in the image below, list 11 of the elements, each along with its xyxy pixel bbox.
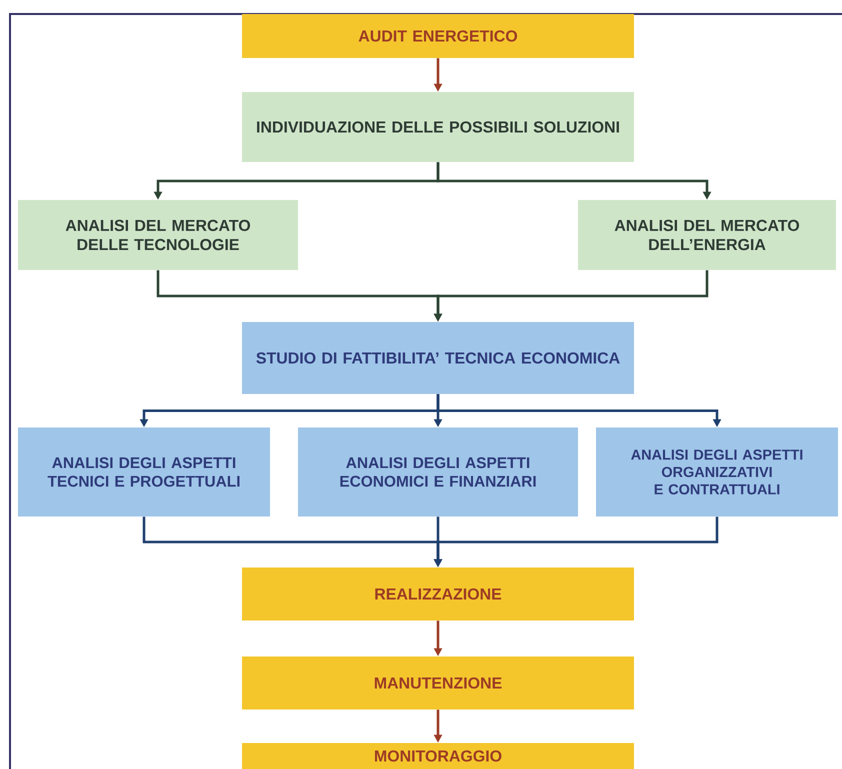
process-box: ANALISI DEGLI ASPETTI ORGANIZZATIVI E CONTRATTUALI xyxy=(596,428,838,516)
process-box: REALIZZAZIONE xyxy=(242,568,634,620)
process-box: ANALISI DEGLI ASPETTI ECONOMICI E FINANZIARI xyxy=(298,428,578,516)
process-box: AUDIT ENERGETICO xyxy=(242,14,634,58)
process-box: MONITORAGGIO xyxy=(242,743,634,769)
process-box: STUDIO DI FATTIBILITA’ TECNICA ECONOMICA xyxy=(242,322,634,394)
process-box: ANALISI DEL MERCATO DELLE TECNOLOGIE xyxy=(18,200,298,270)
process-box: MANUTENZIONE xyxy=(242,656,634,710)
process-box: ANALISI DEL MERCATO DELL’ENERGIA xyxy=(578,200,836,270)
process-box: ANALISI DEGLI ASPETTI TECNICI E PROGETTUALI xyxy=(18,428,270,516)
process-box: INDIVIDUAZIONE DELLE POSSIBILI SOLUZIONI xyxy=(242,92,634,162)
